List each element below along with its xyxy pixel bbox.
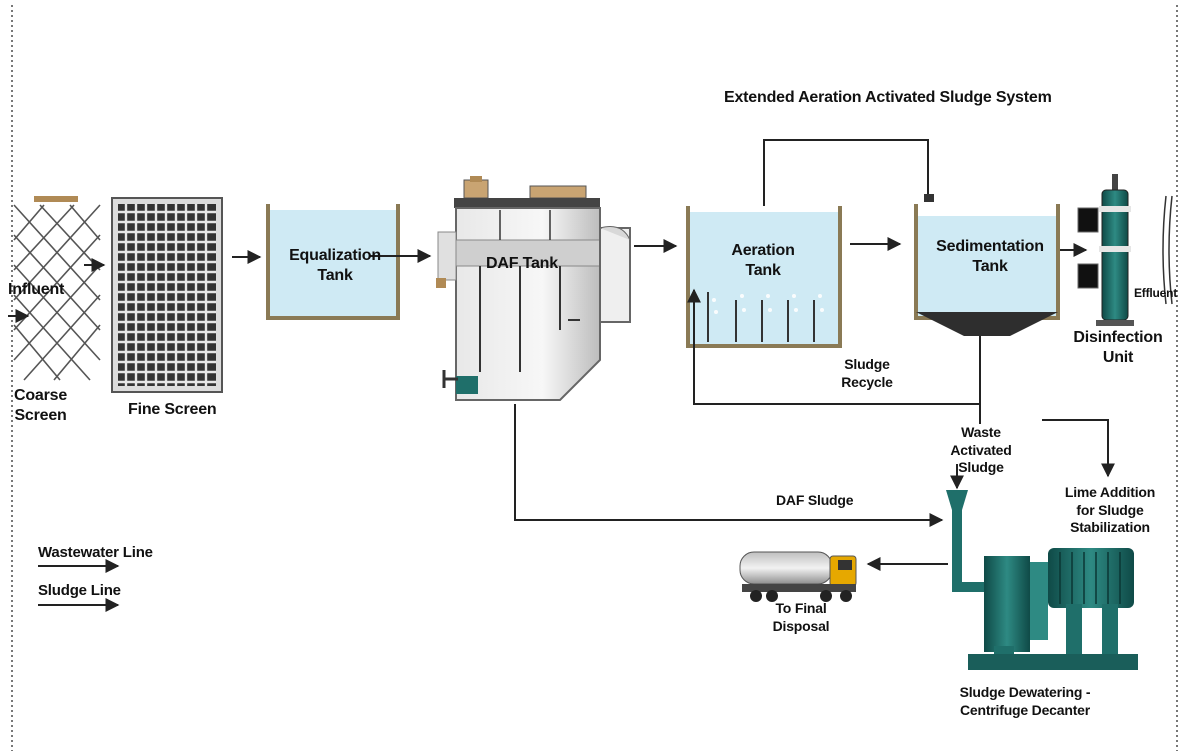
fine-screen-label: Fine Screen	[128, 401, 217, 418]
legend-wastewater-label: Wastewater Line	[38, 544, 153, 561]
coarse-screen-label: Coarse Screen	[14, 387, 68, 424]
disinfection-unit-icon	[1077, 174, 1134, 326]
influent-label: Influent	[8, 281, 65, 298]
daf-sludge-line	[514, 404, 944, 527]
sedimentation-tank-label: Sedimentation Tank	[936, 238, 1044, 275]
sludge-recycle-label: Sludge Recycle	[841, 356, 893, 390]
daf-tank-label: DAF Tank	[486, 255, 558, 272]
coarse-screen-icon	[13, 196, 101, 381]
daf-sludge-label: DAF Sludge	[776, 492, 854, 508]
sludge-recycle-line	[687, 288, 981, 405]
waste-activated-sludge-label: Waste Activated Sludge	[950, 424, 1012, 475]
lime-addition-line	[1042, 419, 1115, 478]
aeration-top-loop-line	[763, 139, 929, 206]
daf-tank-icon	[436, 176, 631, 401]
centrifuge-decanter-icon	[946, 490, 1138, 670]
effluent-wave-icon	[1162, 195, 1173, 305]
sedimentation-tank-icon	[914, 204, 1060, 336]
equalization-tank-icon	[266, 204, 400, 320]
diagram-title: Extended Aeration Activated Sludge Syste…	[724, 89, 1052, 106]
fine-screen-icon	[111, 197, 223, 393]
disinfection-unit-label: Disinfection Unit	[1073, 329, 1163, 366]
sludge-dewatering-label: Sludge Dewatering - Centrifuge Decanter	[959, 684, 1091, 718]
lime-addition-label: Lime Addition for Sludge Stabilization	[1064, 484, 1156, 535]
effluent-label: Effluent	[1134, 286, 1178, 300]
aeration-tank-label: Aeration Tank	[731, 242, 795, 279]
equalization-tank-label: Equalization Tank	[289, 247, 381, 284]
legend-sludge-label: Sludge Line	[38, 582, 121, 599]
to-final-disposal-label: To Final Disposal	[772, 600, 830, 634]
disposal-truck-icon	[739, 551, 857, 602]
aeration-tank-icon	[686, 206, 842, 348]
